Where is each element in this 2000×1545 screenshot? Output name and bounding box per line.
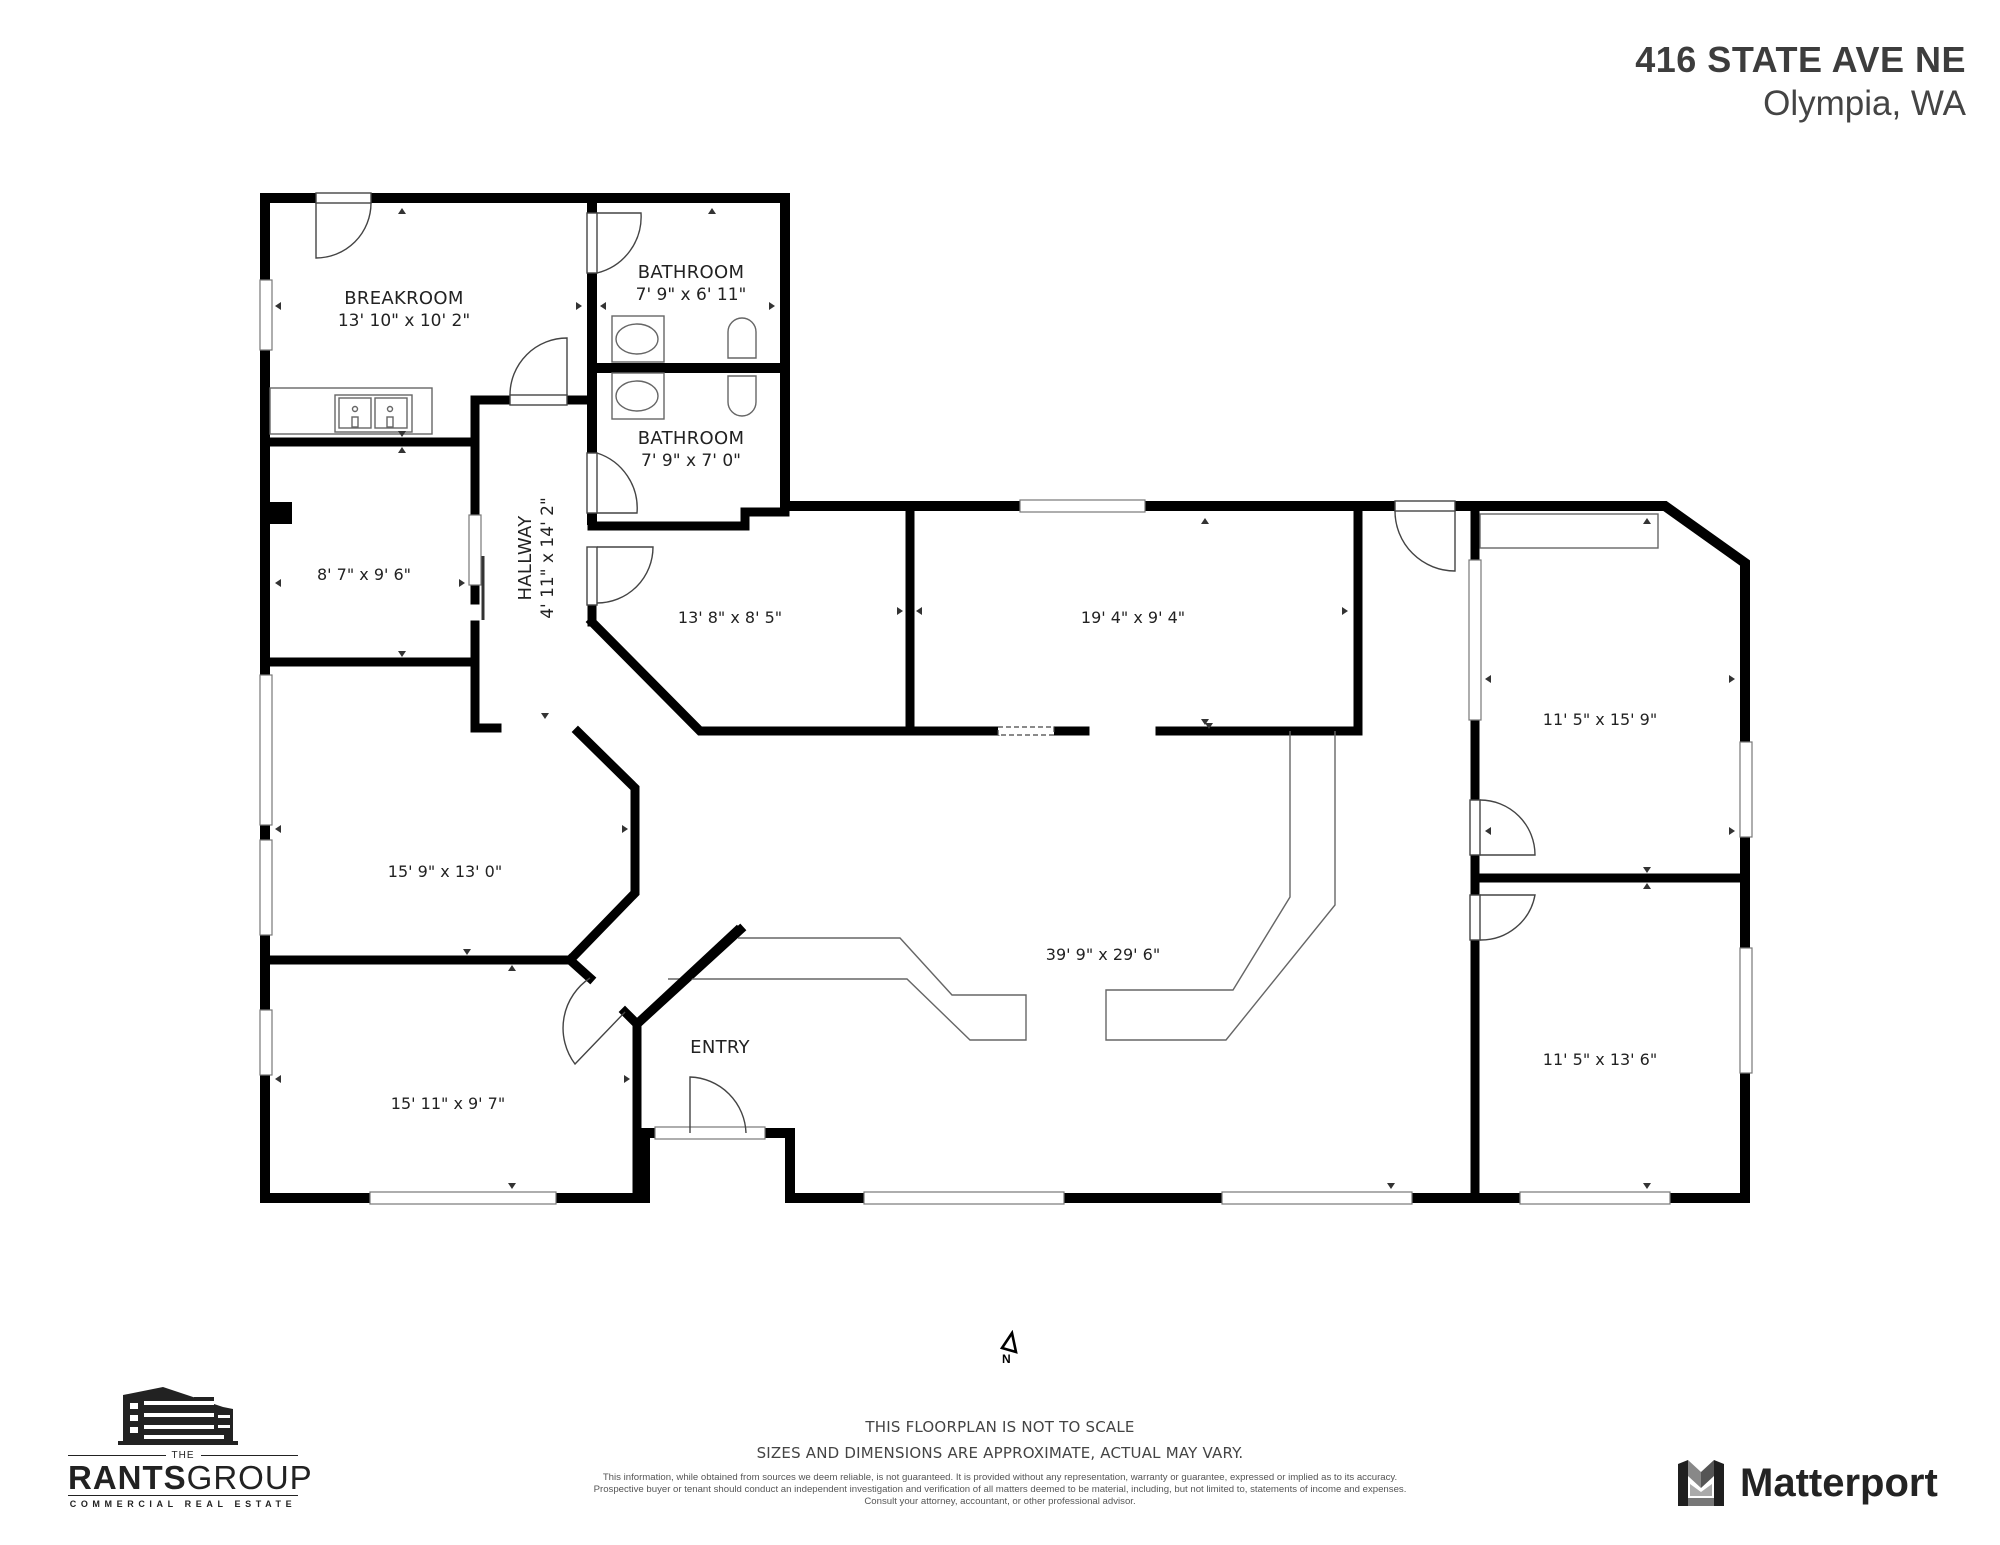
disclaimer-approximate: SIZES AND DIMENSIONS ARE APPROXIMATE, AC…: [756, 1444, 1244, 1462]
room-office-d: 11' 5" x 15' 9": [1543, 709, 1657, 731]
room-dimensions: 7' 9" x 6' 11": [635, 285, 747, 305]
rants-group-logo: THE RANTSGROUP COMMERCIAL REAL ESTATE: [68, 1385, 312, 1509]
rants-light: GROUP: [186, 1459, 313, 1496]
address-city: Olympia, WA: [1763, 84, 1966, 123]
room-name: ENTRY: [690, 1037, 750, 1058]
room-breakroom: BREAKROOM 13' 10" x 10' 2": [338, 288, 470, 332]
disclaimer-not-to-scale: THIS FLOORPLAN IS NOT TO SCALE: [865, 1418, 1135, 1436]
room-office-e: 15' 9" x 13' 0": [388, 861, 502, 883]
north-compass: N: [996, 1329, 1026, 1375]
north-arrow-icon: [999, 1329, 1018, 1354]
room-dimensions: 15' 9" x 13' 0": [387, 862, 503, 881]
matterport-wordmark: Matterport: [1740, 1460, 1938, 1505]
matterport-logo: Matterport: [1676, 1458, 1938, 1508]
room-dimensions: 4' 11" x 14' 2": [538, 497, 558, 619]
room-dimensions: 19' 4" x 9' 4": [1080, 608, 1186, 627]
room-dimensions: 11' 5" x 15' 9": [1542, 710, 1658, 729]
room-hallway: HALLWAY 4' 11" x 14' 2": [515, 497, 559, 619]
room-office-a: 8' 7" x 9' 6": [317, 564, 411, 586]
doors: [315, 192, 1536, 1134]
room-dimensions: 7' 9" x 7' 0": [641, 451, 741, 471]
windows: [259, 279, 1753, 1205]
room-office-c: 19' 4" x 9' 4": [1081, 607, 1185, 629]
room-office-b: 13' 8" x 8' 5": [678, 607, 782, 629]
disclaimer: THIS FLOORPLAN IS NOT TO SCALE SIZES AND…: [0, 1414, 2000, 1508]
pocket-door: [997, 726, 1055, 736]
north-label: N: [1002, 1352, 1011, 1366]
room-dimensions: 13' 10" x 10' 2": [337, 311, 471, 331]
room-name: BATHROOM: [637, 428, 745, 449]
rants-tagline: COMMERCIAL REAL ESTATE: [68, 1495, 298, 1509]
dimension-markers: [275, 208, 1735, 1189]
room-bathroom-1: BATHROOM 7' 9" x 6' 11": [636, 262, 747, 306]
matterport-icon: [1678, 1460, 1724, 1506]
room-name: BATHROOM: [637, 262, 745, 283]
building-icon: [118, 1387, 238, 1445]
room-name: HALLWAY: [515, 515, 536, 601]
rants-bold: RANTS: [68, 1459, 187, 1496]
rants-wordmark: RANTSGROUP: [68, 1459, 312, 1496]
disclaimer-fine-print-1: This information, while obtained from so…: [602, 1472, 1398, 1483]
rants-the: THE: [68, 1450, 298, 1461]
room-dimensions: 8' 7" x 9' 6": [316, 565, 412, 584]
room-office-g: 15' 11" x 9' 7": [391, 1093, 505, 1115]
room-dimensions: 15' 11" x 9' 7": [390, 1094, 506, 1113]
room-name: BREAKROOM: [344, 288, 464, 309]
room-dimensions: 11' 5" x 13' 6": [1542, 1050, 1658, 1069]
walls: [260, 193, 1750, 1203]
room-entry: ENTRY: [690, 1037, 750, 1059]
property-address: 416 STATE AVE NE Olympia, WA: [1635, 38, 1966, 126]
room-office-f: 11' 5" x 13' 6": [1543, 1049, 1657, 1071]
room-bathroom-2: BATHROOM 7' 9" x 7' 0": [638, 428, 745, 472]
disclaimer-fine-print-2: Prospective buyer or tenant should condu…: [593, 1484, 1407, 1495]
fixtures: [269, 315, 1659, 1041]
room-dimensions: 13' 8" x 8' 5": [677, 608, 783, 627]
column: [270, 502, 292, 524]
room-main-area: 39' 9" x 29' 6": [1046, 944, 1160, 966]
address-street: 416 STATE AVE NE: [1635, 39, 1966, 80]
disclaimer-fine-print-3: Consult your attorney, accountant, or ot…: [864, 1496, 1136, 1507]
room-dimensions: 39' 9" x 29' 6": [1045, 945, 1161, 964]
